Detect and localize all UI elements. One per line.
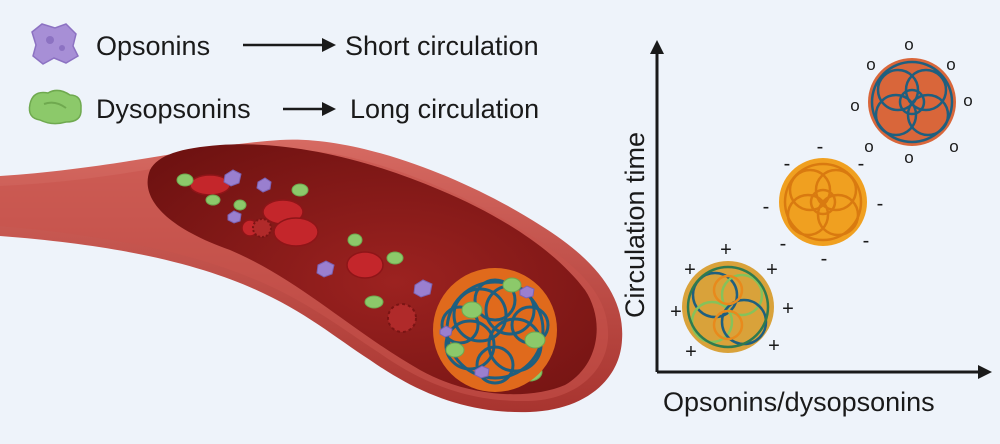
svg-text:+: + [670,301,682,323]
svg-text:-: - [784,153,791,175]
svg-text:-: - [821,248,828,270]
svg-text:+: + [782,298,794,320]
neutral-charge-marks: o o o o o o o o [850,35,972,167]
negative-charge-marks: - - - - - - - - [763,136,884,270]
svg-text:o: o [864,137,873,156]
svg-text:o: o [963,91,972,110]
svg-text:o: o [949,137,958,156]
long-circulation-label: Long circulation [350,94,540,124]
y-axis-label: Circulation time [620,131,650,318]
opsonins-label: Opsonins [96,31,211,61]
svg-text:o: o [866,55,875,74]
svg-text:+: + [685,341,697,363]
x-axis-label: Opsonins/dysopsonins [663,387,935,417]
opsonins-in-vessel [223,169,496,379]
negative-nanoparticle [779,158,867,246]
svg-text:-: - [780,233,787,255]
svg-text:-: - [858,153,865,175]
short-circulation-label: Short circulation [345,31,539,61]
svg-text:-: - [863,230,870,252]
opsonin-arrow [243,38,336,52]
svg-text:+: + [766,259,778,281]
vessel-nanoparticle [433,268,557,392]
svg-text:o: o [946,55,955,74]
svg-text:-: - [877,193,884,215]
svg-text:o: o [850,96,859,115]
opsonin-legend-icon [31,23,79,65]
svg-text:o: o [904,35,913,54]
positive-charge-marks: + + + + + + + [670,239,794,363]
dysopsonins-label: Dysopsonins [96,94,251,124]
damaged-cells [252,218,417,333]
svg-text:o: o [904,148,913,167]
positive-nanoparticle [682,261,774,353]
neutral-nanoparticle [868,58,956,146]
svg-text:-: - [817,136,824,158]
svg-text:+: + [720,239,732,261]
dysopsonin-legend-icon [28,89,82,125]
svg-text:-: - [763,196,770,218]
plot-axes [650,40,992,379]
red-blood-cells [189,174,384,279]
svg-text:+: + [684,259,696,281]
dysopsonin-arrow [283,102,336,116]
svg-text:+: + [768,335,780,357]
